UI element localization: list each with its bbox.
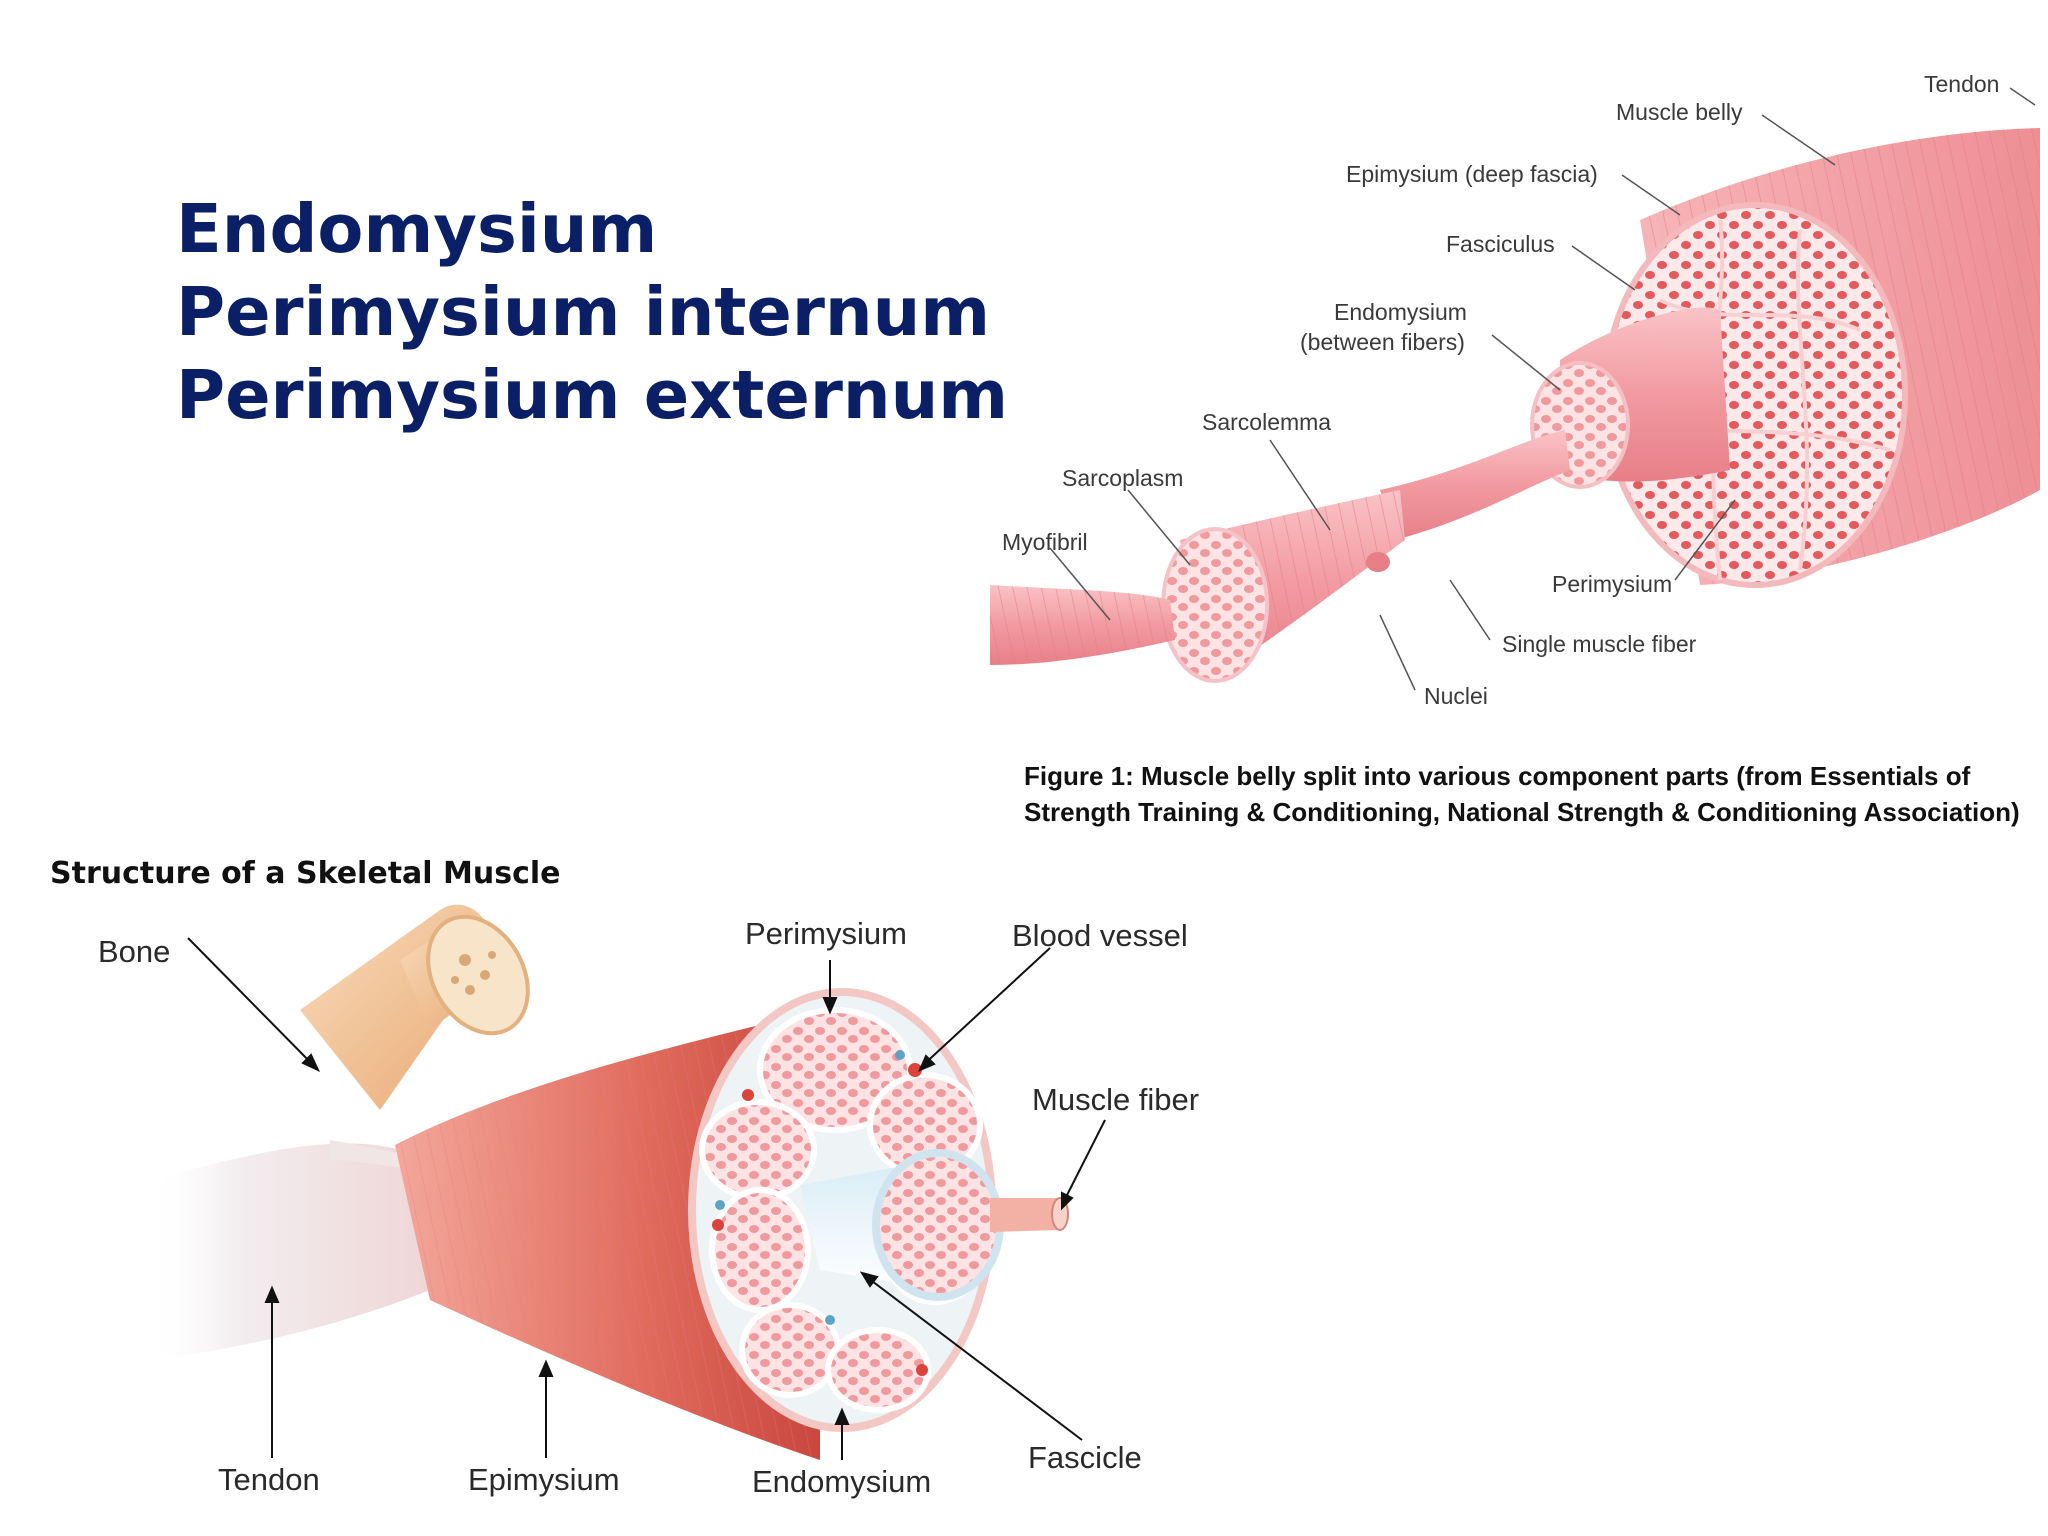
bone-end xyxy=(426,914,530,1036)
caption-line-2: Strength Training & Conditioning, Nation… xyxy=(1024,797,2020,827)
label-muscle-belly: Muscle belly xyxy=(1616,99,1743,125)
label-fasciculus: Fasciculus xyxy=(1446,231,1555,257)
label-myofibril: Myofibril xyxy=(1002,529,1088,555)
bottom-muscle-diagram: Bone Perimysium Blood vessel Muscle fibe… xyxy=(98,904,1199,1499)
label-perimysium-bottom: Perimysium xyxy=(745,916,907,951)
label-epimysium-bottom: Epimysium xyxy=(468,1462,620,1497)
label-single-muscle-fiber: Single muscle fiber xyxy=(1502,631,1697,657)
nucleus-bump xyxy=(1366,552,1390,572)
skeletal-muscle-title: Structure of a Skeletal Muscle xyxy=(50,856,561,891)
title-line-endomysium: Endomysium xyxy=(176,190,658,268)
label-sarcolemma: Sarcolemma xyxy=(1202,409,1331,435)
label-fascicle: Fascicle xyxy=(1028,1440,1142,1475)
label-bone: Bone xyxy=(98,934,170,969)
figure-caption: Figure 1: Muscle belly split into variou… xyxy=(1024,758,2034,830)
blood-vessels xyxy=(712,1050,928,1376)
muscle-fiber xyxy=(990,1198,1060,1232)
tendon-band xyxy=(150,1143,430,1360)
label-perimysium-top: Perimysium xyxy=(1552,571,1672,597)
label-tendon-bottom: Tendon xyxy=(218,1462,320,1497)
bottom-leader-arrows xyxy=(187,937,1106,1460)
top-labels: Tendon Muscle belly Epimysium (deep fasc… xyxy=(1002,71,1999,709)
label-sarcoplasm: Sarcoplasm xyxy=(1062,465,1183,491)
slide-title: Endomysium Perimysium internum Perimysiu… xyxy=(176,188,1008,437)
single-fiber-taper xyxy=(1380,430,1570,540)
label-nuclei: Nuclei xyxy=(1424,683,1488,709)
label-endomysium-bottom: Endomysium xyxy=(752,1464,931,1499)
label-tendon-top: Tendon xyxy=(1924,71,1999,97)
label-between-fibers: (between fibers) xyxy=(1300,329,1465,355)
bottom-labels: Bone Perimysium Blood vessel Muscle fibe… xyxy=(98,916,1199,1499)
title-line-perimysium-externum: Perimysium externum xyxy=(176,356,1009,434)
fascicle-compartments xyxy=(699,1007,988,1413)
label-epimysium-deep-fascia: Epimysium (deep fascia) xyxy=(1346,161,1598,187)
caption-line-1: Figure 1: Muscle belly split into variou… xyxy=(1024,761,1971,791)
label-endomysium-top: Endomysium xyxy=(1334,299,1467,325)
title-line-perimysium-internum: Perimysium internum xyxy=(176,273,991,351)
label-blood-vessel: Blood vessel xyxy=(1012,918,1188,953)
fascicle-cross-section xyxy=(872,1149,1004,1301)
top-leader-lines xyxy=(1049,87,2036,691)
label-muscle-fiber: Muscle fiber xyxy=(1032,1082,1199,1117)
top-muscle-diagram: Tendon Muscle belly Epimysium (deep fasc… xyxy=(990,71,2040,709)
